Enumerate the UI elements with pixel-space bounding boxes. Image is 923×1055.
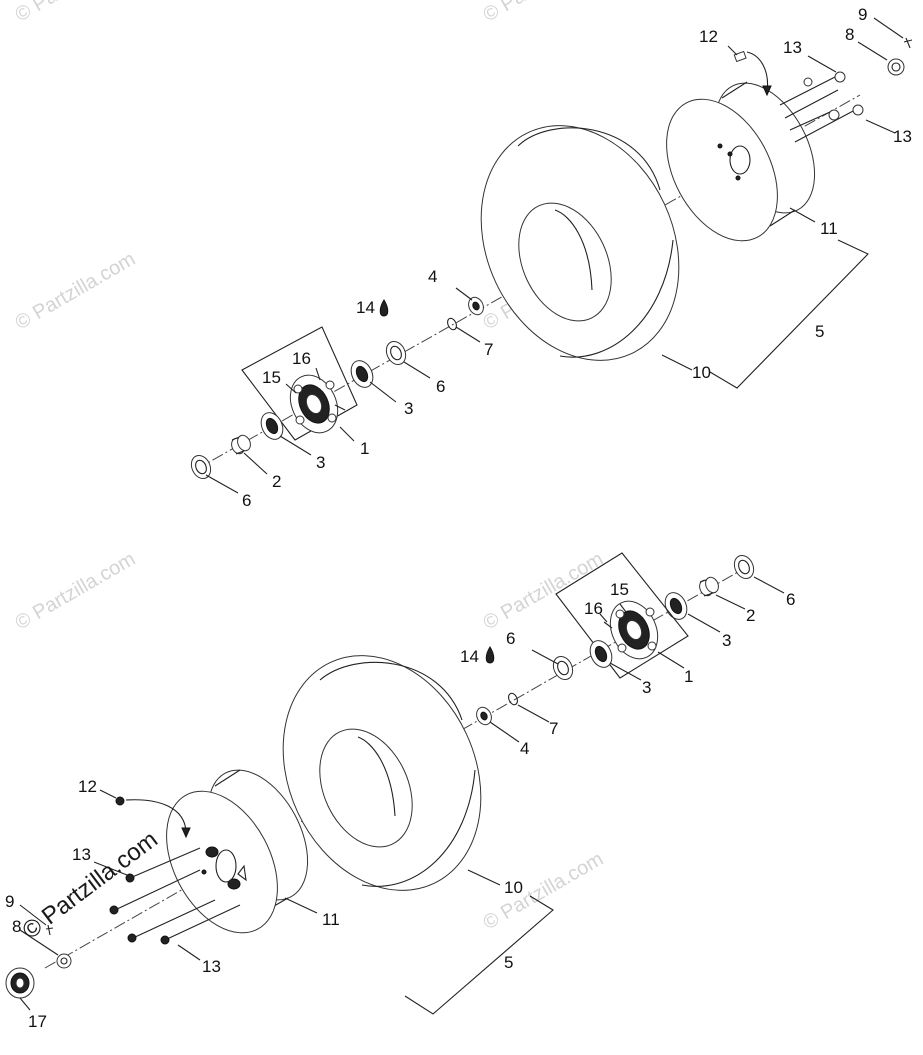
tire — [282, 655, 482, 891]
watermark: © Partzilla.com — [12, 0, 140, 26]
bearing — [350, 360, 374, 388]
callout-label: 16 — [292, 349, 311, 368]
callout-label: 13 — [893, 127, 912, 146]
wheel-studs — [114, 847, 241, 941]
watermark: © Partzilla.com — [12, 548, 140, 634]
callout-labels: 12 13 8 9 13 11 5 10 4 14 7 6 3 1 3 2 6 … — [242, 5, 912, 510]
callout-label: 1 — [684, 667, 693, 686]
callout-label: 15 — [610, 580, 629, 599]
bearing — [589, 640, 613, 668]
assembly-bracket — [709, 239, 869, 389]
oil-seal — [733, 554, 755, 580]
callout-label: 4 — [428, 267, 437, 286]
callout-label: 10 — [692, 363, 711, 382]
callout-label: 11 — [322, 910, 340, 929]
callout-label: 14 — [460, 647, 479, 666]
callout-label: 13 — [783, 38, 802, 57]
valve-stem — [115, 796, 191, 839]
tire — [480, 125, 680, 361]
callout-label: 6 — [242, 491, 251, 510]
callout-label: 13 — [202, 957, 221, 976]
valve-stem — [733, 50, 772, 97]
spacer-sleeve — [231, 434, 251, 455]
callout-label: 15 — [262, 368, 281, 387]
leader-lines — [19, 576, 785, 1011]
oil-seal — [552, 655, 574, 681]
callout-label: 13 — [72, 845, 91, 864]
lug-nut — [109, 873, 170, 945]
grease-drop-icon — [379, 299, 389, 317]
callout-label: 5 — [504, 953, 513, 972]
callout-label: 3 — [642, 678, 651, 697]
callout-label: 3 — [404, 399, 413, 418]
leader-lines — [205, 17, 904, 494]
callout-label: 10 — [504, 878, 523, 897]
callout-label: 1 — [360, 439, 369, 458]
watermark: © Partzilla.com — [12, 248, 140, 334]
callout-labels: 6 2 3 1 3 15 16 6 14 7 4 10 11 5 13 12 1… — [5, 580, 795, 1031]
axle-nut — [56, 953, 72, 969]
axle-nut — [887, 58, 905, 76]
wheel-hub — [241, 326, 358, 441]
callout-label: 9 — [5, 892, 14, 911]
callout-label: 3 — [722, 631, 731, 650]
callout-label: 17 — [28, 1012, 47, 1031]
o-ring — [508, 692, 518, 706]
bearing-spacer — [476, 706, 492, 726]
cotter-pin — [903, 37, 913, 49]
bearing-spacer — [468, 296, 484, 316]
callout-label: 8 — [12, 917, 21, 936]
callout-label: 14 — [356, 298, 375, 317]
o-ring — [447, 317, 457, 331]
callout-label: 4 — [520, 739, 529, 758]
watermark: © Partzilla.com — [480, 0, 608, 26]
oil-seal — [385, 340, 407, 366]
callout-label: 7 — [484, 340, 493, 359]
grease-drop-icon — [485, 646, 495, 664]
cotter-pin — [45, 924, 54, 936]
lug-nut — [803, 71, 864, 121]
callout-label: 12 — [78, 777, 97, 796]
bearing — [260, 412, 284, 440]
watermark: © Partzilla.com — [480, 548, 608, 634]
bearing — [664, 592, 688, 620]
oil-seal — [190, 454, 212, 480]
watermark: © Partzilla.com — [480, 848, 608, 934]
callout-label: 12 — [699, 27, 718, 46]
wheel-studs — [779, 76, 856, 143]
callout-label: 3 — [316, 453, 325, 472]
watermark: © Partzilla.com — [17, 826, 162, 945]
lower-wheel-assembly: 6 2 3 1 3 15 16 6 14 7 4 10 11 5 13 12 1… — [5, 552, 795, 1031]
upper-wheel-assembly: 12 13 8 9 13 11 5 10 4 14 7 6 3 1 3 2 6 … — [190, 5, 913, 510]
callout-label: 2 — [272, 472, 281, 491]
wheel-hub — [555, 552, 689, 679]
callout-label: 5 — [815, 322, 824, 341]
rim — [166, 769, 309, 934]
callout-label: 7 — [549, 719, 558, 738]
callout-label: 6 — [786, 590, 795, 609]
callout-label: 6 — [436, 377, 445, 396]
callout-label: 11 — [820, 219, 838, 238]
callout-label: 9 — [858, 5, 867, 24]
callout-label: 2 — [746, 606, 755, 625]
callout-label: 6 — [506, 629, 515, 648]
callout-label: 16 — [584, 599, 603, 618]
assembly-bracket — [404, 895, 554, 1015]
callout-label: 8 — [845, 25, 854, 44]
spacer-sleeve — [699, 576, 719, 597]
hub-cap — [5, 967, 35, 999]
